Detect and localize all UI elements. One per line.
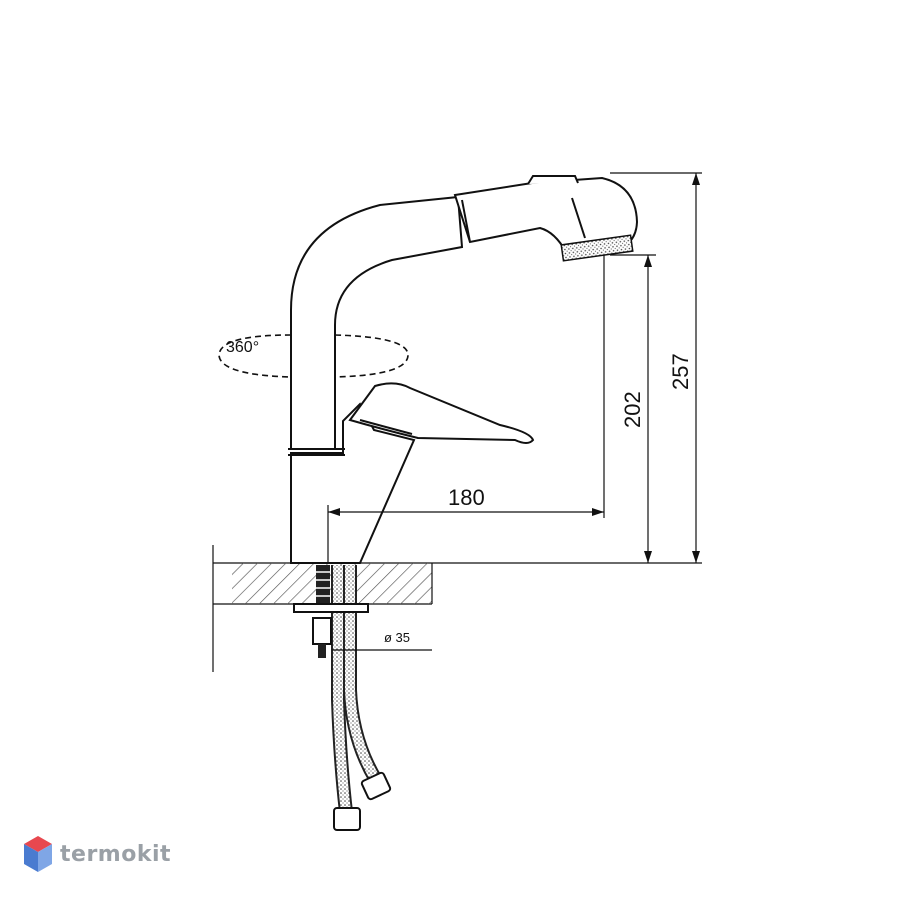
rotation-ellipse: 360° (218, 334, 409, 378)
termokit-watermark: termokit (24, 836, 171, 872)
spout (290, 175, 639, 450)
mount-hole-value: ø 35 (384, 630, 410, 645)
lever-handle (348, 382, 535, 444)
mounting-stud (293, 565, 369, 658)
supply-hoses (331, 565, 392, 831)
reach-value: 180 (448, 485, 485, 510)
dimension-reach: 180 (327, 255, 605, 563)
dimension-total-height: 257 (610, 172, 702, 563)
watermark-text: termokit (60, 841, 172, 867)
spout-height-value: 202 (620, 391, 645, 428)
rotation-label: 360° (226, 339, 259, 356)
termokit-logo-icon (24, 836, 52, 872)
dimension-mount-hole: ø 35 (332, 630, 432, 651)
total-height-value: 257 (668, 353, 693, 390)
dimension-spout-height: 202 (432, 254, 702, 564)
